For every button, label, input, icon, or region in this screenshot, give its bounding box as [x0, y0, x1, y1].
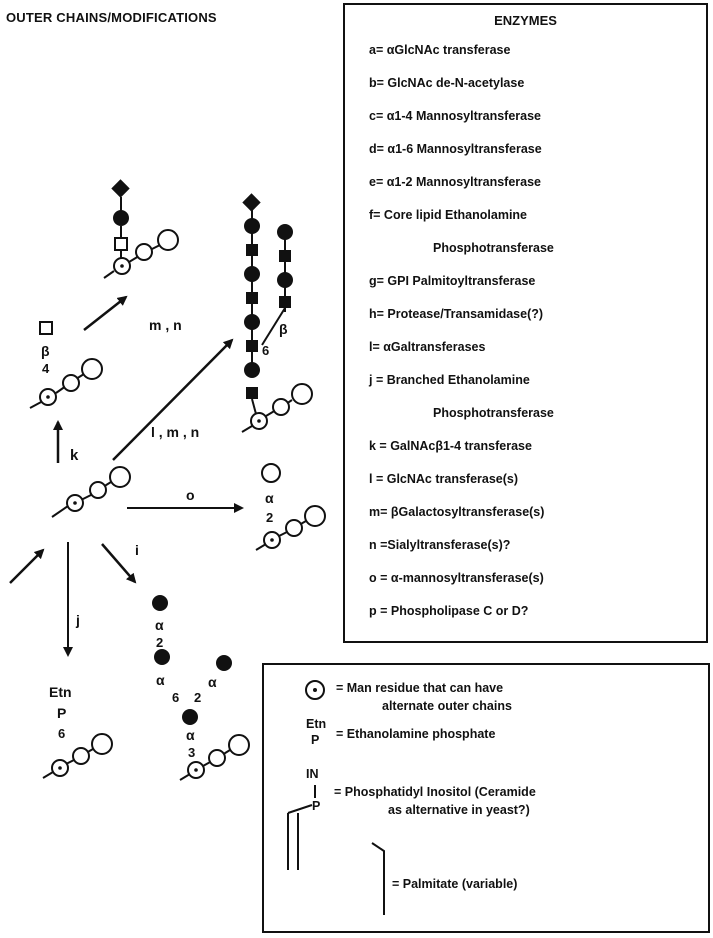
enzyme-m: m= βGalactosyltransferase(s)	[369, 505, 545, 519]
lipid-chains-icon	[287, 813, 299, 870]
k-four: 4	[42, 361, 50, 376]
i-alpha-3: α	[208, 674, 217, 690]
enzyme-d: d= α1-6 Mannosyltransferase	[369, 142, 542, 156]
legend-etn-bottom: P	[311, 733, 320, 747]
page-title: OUTER CHAINS/MODIFICATIONS	[6, 10, 217, 25]
lmn-six: 6	[262, 343, 269, 358]
enzyme-a: a= αGlcNAc transferase	[369, 43, 511, 57]
legend-etn-top: Etn	[306, 717, 327, 731]
galnac-square-icon	[114, 237, 128, 251]
j-etn: Etn	[49, 684, 72, 700]
palmitate-chain-icon	[371, 842, 385, 915]
product-j: Etn P 6	[42, 684, 113, 779]
legend-pi-text-2: as alternative in yeast?)	[388, 803, 530, 817]
legend-palmitate-text: = Palmitate (variable)	[392, 877, 518, 891]
label-i: i	[135, 542, 139, 558]
i-two-b: 2	[194, 690, 201, 705]
o-alpha: α	[265, 490, 274, 506]
arrow-i	[101, 543, 137, 584]
arrow-lmn	[112, 338, 234, 461]
enzymes-box: ENZYMES a= αGlcNAc transferase b= GlcNAc…	[343, 3, 708, 643]
legend-in-label: IN	[306, 767, 319, 781]
enzyme-o: o = α-mannosyltransferase(s)	[369, 571, 544, 585]
enzyme-j: j = Branched Ethanolamine	[369, 373, 530, 387]
product-i: α 2 α α 6 2 α 3	[152, 595, 250, 781]
product-mn	[103, 179, 179, 279]
enzyme-f: f= Core lipid Ethanolamine	[369, 208, 528, 222]
label-lmn: l , m , n	[151, 424, 199, 440]
legend-symbols	[287, 680, 385, 915]
product-lmn: β 6	[241, 193, 313, 433]
o-two: 2	[266, 510, 273, 525]
label-j: j	[75, 612, 80, 628]
enzyme-l: l = GlcNAc transferase(s)	[369, 472, 519, 486]
lmn-beta: β	[279, 321, 288, 337]
i-alpha-1: α	[155, 617, 164, 633]
enzyme-f-cont: Phosphotransferase	[433, 241, 554, 255]
label-mn: m , n	[149, 317, 182, 333]
sialic-acid-diamond-icon	[242, 193, 261, 212]
galnac-square-icon	[39, 321, 53, 335]
product-o: α 2	[255, 463, 326, 551]
legend-man-residue: = Man residue that can have	[336, 681, 504, 695]
legend-p-label: P	[312, 799, 321, 813]
i-alpha-2: α	[156, 672, 165, 688]
legend-pi-text: = Phosphatidyl Inositol (Ceramide	[334, 785, 536, 799]
legend-box: = Man residue that can have alternate ou…	[262, 663, 710, 933]
central-glycan	[51, 466, 131, 518]
i-two: 2	[156, 635, 163, 650]
label-k: k	[70, 447, 79, 464]
enzyme-b: b= GlcNAc de-N-acetylase	[369, 76, 525, 90]
enzyme-n: n =Sialyltransferase(s)?	[369, 538, 511, 552]
enzyme-e: e= α1-2 Mannosyltransferase	[369, 175, 541, 189]
i-three: 3	[188, 745, 195, 760]
j-p: P	[57, 705, 66, 721]
mannose-open-circle-icon	[261, 463, 281, 483]
legend-man-residue-2: alternate outer chains	[382, 699, 512, 713]
label-o: o	[186, 487, 195, 503]
enzyme-h: h= Protease/Transamidase(?)	[369, 307, 544, 321]
enzymes-heading: ENZYMES	[494, 13, 557, 28]
enzyme-p: p = Phospholipase C or D?	[369, 604, 529, 618]
i-alpha-4: α	[186, 727, 195, 743]
pathway-diagram: k m , n l , m , n o i j β 4	[9, 179, 326, 781]
arrow-incoming	[9, 548, 45, 584]
legend-etn-text: = Ethanolamine phosphate	[336, 727, 496, 741]
enzyme-i: l= αGaltransferases	[369, 340, 486, 354]
sialic-acid-diamond-icon	[111, 179, 130, 198]
arrow-mn	[83, 295, 128, 331]
j-six: 6	[58, 726, 65, 741]
enzyme-j-cont: Phosphotransferase	[433, 406, 554, 420]
i-six: 6	[172, 690, 179, 705]
galactose-filled-circle-icon	[152, 595, 168, 611]
galactose-filled-circle-icon	[113, 210, 129, 226]
enzyme-k: k = GalNAcβ1-4 transferase	[369, 439, 532, 453]
enzyme-g: g= GPI Palmitoyltransferase	[369, 274, 536, 288]
product-k: β 4	[29, 321, 103, 409]
k-beta: β	[41, 343, 50, 359]
enzyme-c: c= α1-4 Mannosyltransferase	[369, 109, 541, 123]
